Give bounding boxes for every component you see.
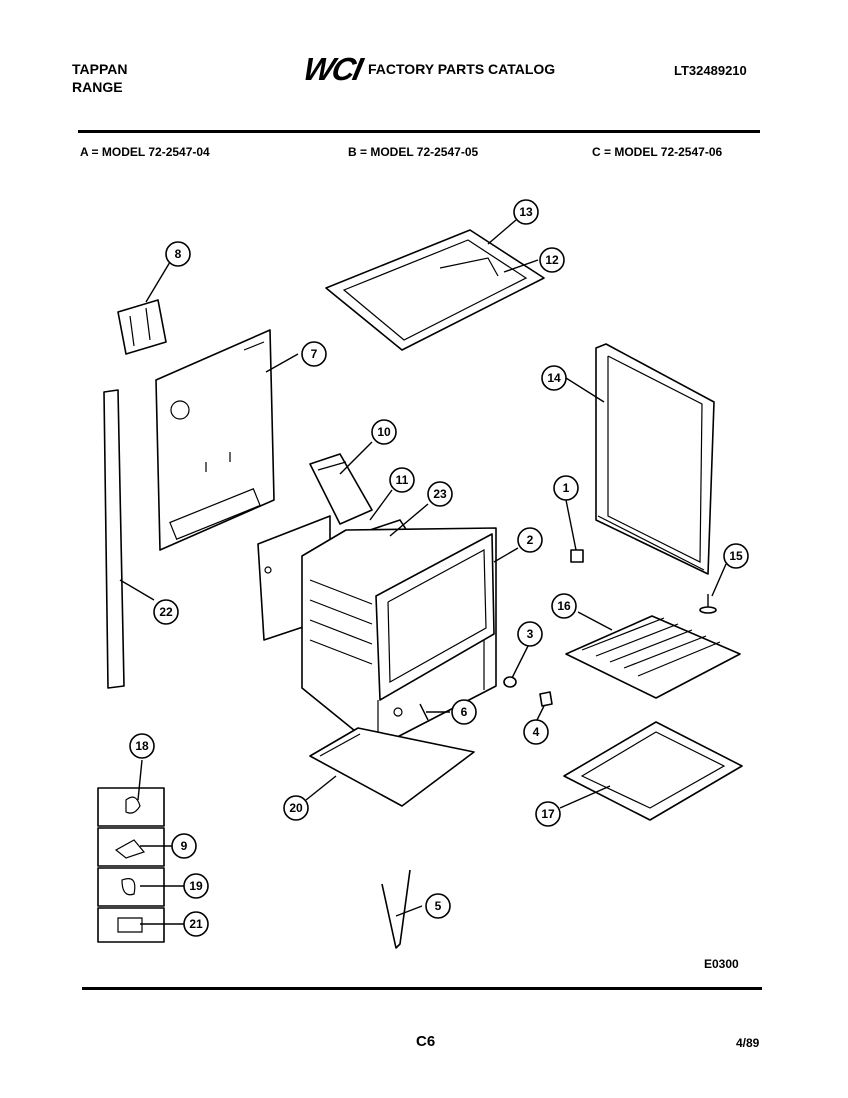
- model-a-label: A = MODEL 72-2547-04: [80, 145, 210, 159]
- callout-8: 8: [165, 241, 191, 267]
- model-c-label: C = MODEL 72-2547-06: [592, 145, 723, 159]
- part-14-door-frame: [595, 343, 715, 575]
- callout-19: 19: [183, 873, 209, 899]
- callout-7: 7: [301, 341, 327, 367]
- callout-22: 22: [153, 599, 179, 625]
- svg-text:6: 6: [461, 705, 468, 719]
- callout-4: 4: [523, 719, 549, 745]
- svg-text:5: 5: [435, 899, 442, 913]
- header-rule: [78, 130, 760, 133]
- part-1-knob: [570, 549, 584, 563]
- model-b-label: B = MODEL 72-2547-05: [348, 145, 479, 159]
- part-7-back-panel: [155, 329, 275, 551]
- svg-text:22: 22: [159, 605, 173, 619]
- part-6-pin: [393, 703, 429, 721]
- part-3-grommet: [503, 676, 517, 688]
- brand-name: TAPPAN RANGE: [72, 60, 127, 96]
- callout-13: 13: [513, 199, 539, 225]
- callout-20: 20: [283, 795, 309, 821]
- part-20-bottom-panel: [309, 727, 475, 807]
- svg-text:7: 7: [311, 347, 318, 361]
- callout-11: 11: [389, 467, 415, 493]
- callout-6: 6: [451, 699, 477, 725]
- part-10-vent-duct: [309, 453, 373, 525]
- svg-text:15: 15: [729, 549, 743, 563]
- callout-23: 23: [427, 481, 453, 507]
- part-16-oven-rack: [565, 615, 741, 699]
- part-13-cooktop: [325, 229, 545, 351]
- callout-14: 14: [541, 365, 567, 391]
- callout-15: 15: [723, 543, 749, 569]
- svg-text:2: 2: [527, 533, 534, 547]
- part-15-leveling-leg: [699, 594, 717, 614]
- svg-text:11: 11: [396, 473, 409, 487]
- callout-1: 1: [553, 475, 579, 501]
- svg-text:19: 19: [189, 879, 203, 893]
- svg-text:16: 16: [557, 599, 571, 613]
- part-5-handle: [381, 869, 411, 949]
- svg-text:18: 18: [135, 739, 149, 753]
- svg-text:13: 13: [519, 205, 533, 219]
- callout-12: 12: [539, 247, 565, 273]
- callout-17: 17: [535, 801, 561, 827]
- brand-line-2: RANGE: [72, 79, 123, 95]
- callout-3: 3: [517, 621, 543, 647]
- svg-text:23: 23: [433, 487, 447, 501]
- callout-10: 10: [371, 419, 397, 445]
- part-2-oven-body: [301, 527, 497, 749]
- part-17-broiler-pan: [563, 721, 743, 821]
- svg-text:1: 1: [563, 481, 570, 495]
- part-22-trim-strip: [103, 389, 125, 689]
- svg-text:8: 8: [175, 247, 182, 261]
- leader-lines: [119, 219, 727, 925]
- catalog-date: 4/89: [736, 1036, 760, 1050]
- small-parts-boxes: [97, 787, 165, 943]
- catalog-title: FACTORY PARTS CATALOG: [368, 61, 556, 77]
- part-8-bracket: [117, 299, 167, 355]
- callout-18: 18: [129, 733, 155, 759]
- part-4-screw: [539, 691, 553, 707]
- drawing-code: E0300: [704, 957, 739, 971]
- svg-text:3: 3: [527, 627, 534, 641]
- svg-text:12: 12: [545, 253, 559, 267]
- callout-9: 9: [171, 833, 197, 859]
- svg-text:9: 9: [181, 839, 188, 853]
- svg-text:10: 10: [377, 425, 391, 439]
- svg-text:4: 4: [533, 725, 540, 739]
- callout-5: 5: [425, 893, 451, 919]
- svg-text:14: 14: [547, 371, 561, 385]
- svg-text:21: 21: [189, 917, 203, 931]
- page-number: C6: [416, 1033, 436, 1050]
- footer-rule: [82, 987, 762, 990]
- callout-16: 16: [551, 593, 577, 619]
- callout-21: 21: [183, 911, 209, 937]
- svg-text:20: 20: [289, 801, 303, 815]
- document-number: LT32489210: [674, 63, 747, 78]
- brand-line-1: TAPPAN: [72, 61, 128, 77]
- callout-2: 2: [517, 527, 543, 553]
- svg-text:17: 17: [541, 807, 555, 821]
